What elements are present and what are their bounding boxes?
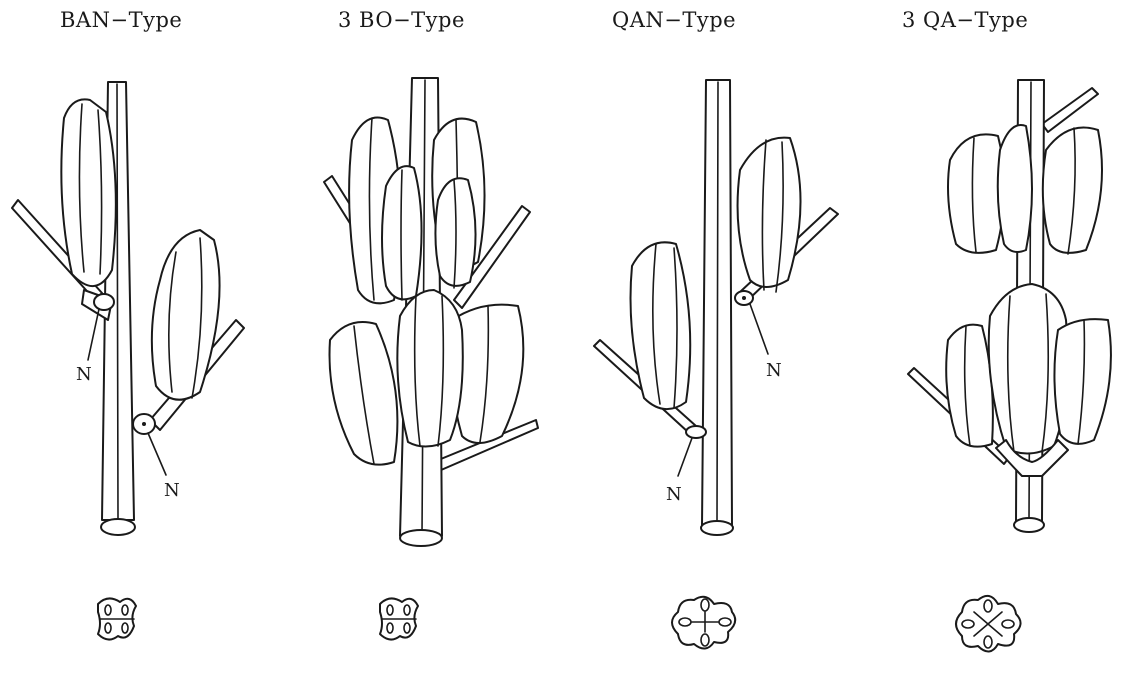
seed-capsule	[152, 230, 220, 400]
cross-section-icon	[672, 597, 735, 649]
3qa-type-drawing	[846, 0, 1128, 680]
nectary-marker	[686, 426, 706, 438]
cross-section-icon	[956, 596, 1021, 652]
seed-capsule	[61, 99, 116, 286]
panel-3bo-type: 3 BO−Type	[282, 0, 564, 680]
nectary-marker	[94, 294, 114, 310]
seed-capsule	[946, 325, 993, 447]
panel-3qa-type: 3 QA−Type	[846, 0, 1128, 680]
qan-type-drawing	[564, 0, 846, 680]
seed-capsule	[738, 138, 801, 287]
nectary-label: N	[666, 484, 682, 505]
seed-capsule	[1043, 128, 1102, 253]
ban-type-drawing	[0, 0, 282, 680]
cross-section-icon	[98, 598, 136, 639]
nectary-label: N	[766, 360, 782, 381]
3bo-type-drawing	[282, 0, 564, 680]
cross-section-icon	[380, 598, 418, 639]
seed-capsule	[397, 290, 462, 447]
nectary-label: N	[164, 480, 180, 501]
panel-ban-type: BAN−Type N N	[0, 0, 282, 680]
seed-capsule	[948, 134, 1005, 253]
panel-qan-type: QAN−Type N N	[564, 0, 846, 680]
seed-capsule	[330, 322, 398, 465]
nectary-label: N	[76, 364, 92, 385]
